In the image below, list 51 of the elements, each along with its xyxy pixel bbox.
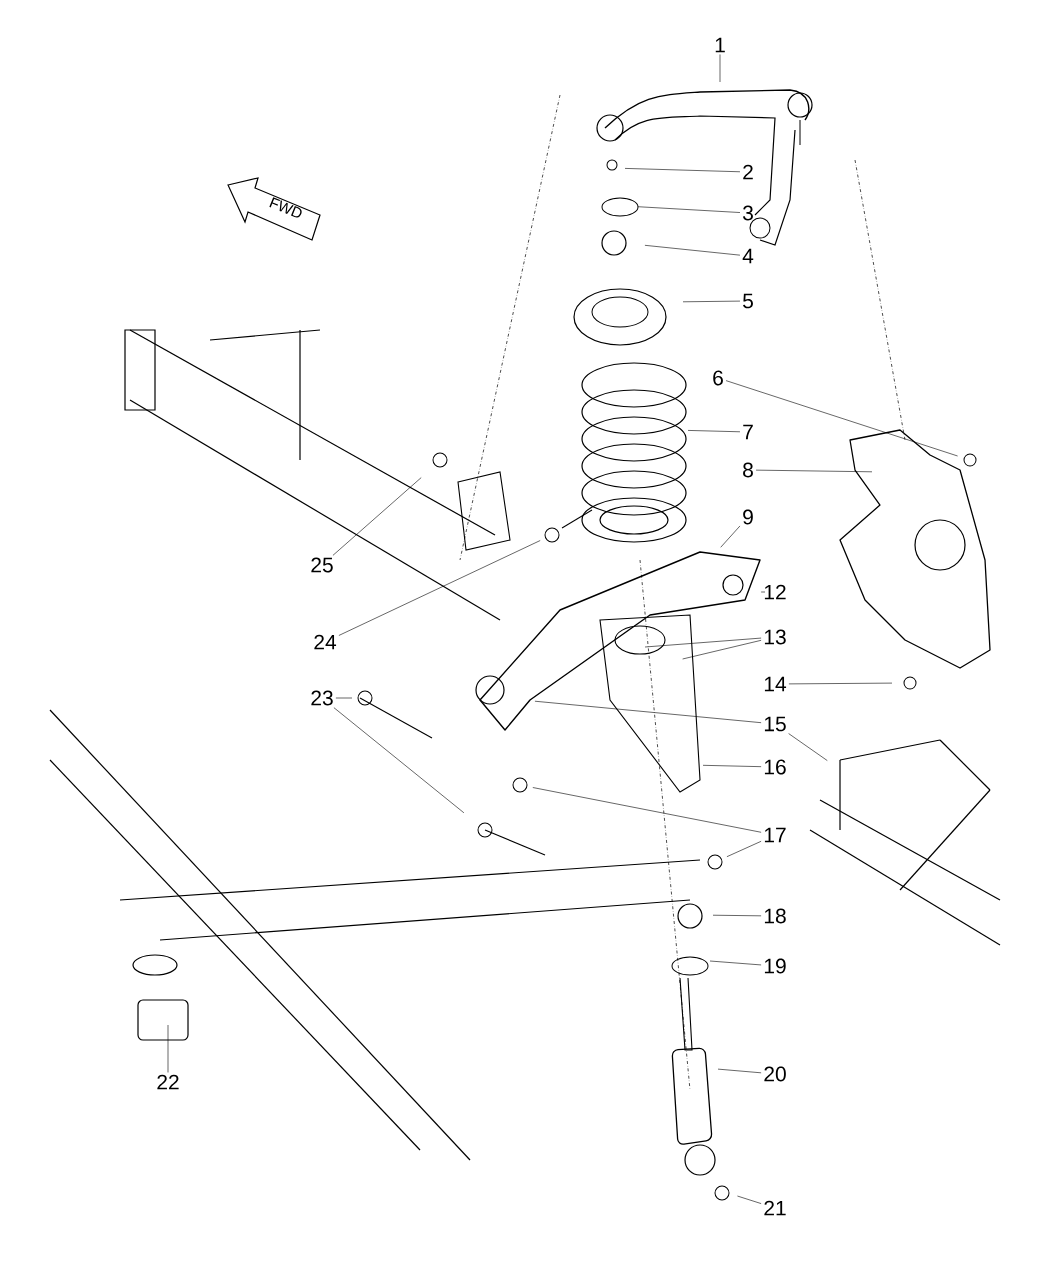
leader-line bbox=[682, 640, 762, 660]
callout-number: 19 bbox=[764, 958, 786, 974]
callout-number: 18 bbox=[764, 908, 786, 924]
leader-line bbox=[624, 168, 741, 173]
leader-line bbox=[687, 430, 741, 433]
leader-line bbox=[644, 637, 762, 648]
leader-line bbox=[338, 540, 541, 636]
callout-number: 24 bbox=[314, 634, 337, 650]
leader-line bbox=[717, 1068, 762, 1074]
leader-line bbox=[335, 697, 353, 699]
callout-number: 8 bbox=[743, 462, 753, 478]
leader-line bbox=[725, 380, 958, 457]
callout-number: 16 bbox=[764, 759, 786, 775]
leader-line bbox=[532, 787, 762, 833]
callout-number: 4 bbox=[742, 248, 754, 264]
leader-line bbox=[644, 245, 741, 256]
leader-line bbox=[788, 733, 828, 761]
leader-line bbox=[637, 206, 741, 213]
arrow-label: FWD bbox=[269, 197, 302, 218]
callout-number: 15 bbox=[764, 716, 786, 732]
leader-line bbox=[534, 700, 762, 723]
leader-line bbox=[712, 914, 762, 917]
callout-number: 13 bbox=[764, 629, 786, 645]
callout-number: 17 bbox=[764, 827, 786, 843]
callout-number: 14 bbox=[764, 676, 787, 692]
callout-number: 3 bbox=[742, 205, 753, 221]
leader-line bbox=[720, 525, 741, 548]
leader-line bbox=[726, 840, 762, 857]
leader-line bbox=[709, 960, 762, 966]
leader-line bbox=[333, 707, 465, 814]
leader-line bbox=[760, 591, 766, 593]
callout-number: 25 bbox=[311, 557, 333, 573]
callout-number: 7 bbox=[743, 424, 753, 440]
callout-number: 22 bbox=[157, 1074, 179, 1090]
callout-number: 2 bbox=[743, 164, 753, 180]
leader-line bbox=[755, 469, 873, 473]
leader-line bbox=[682, 300, 741, 303]
callout-number: 20 bbox=[764, 1066, 786, 1082]
leader-line bbox=[332, 477, 422, 556]
callout-number: 9 bbox=[743, 509, 753, 525]
callout-number: 23 bbox=[311, 690, 333, 706]
leader-line bbox=[788, 682, 893, 685]
callout-number: 6 bbox=[713, 370, 723, 386]
leader-line bbox=[702, 765, 762, 767]
callout-number: 12 bbox=[764, 584, 786, 600]
callout-number: 1 bbox=[715, 37, 725, 53]
leader-line bbox=[167, 1024, 169, 1073]
leader-line bbox=[719, 54, 721, 83]
callout-number: 5 bbox=[743, 293, 753, 309]
leader-line bbox=[737, 1195, 762, 1204]
callout-number: 21 bbox=[764, 1200, 786, 1216]
